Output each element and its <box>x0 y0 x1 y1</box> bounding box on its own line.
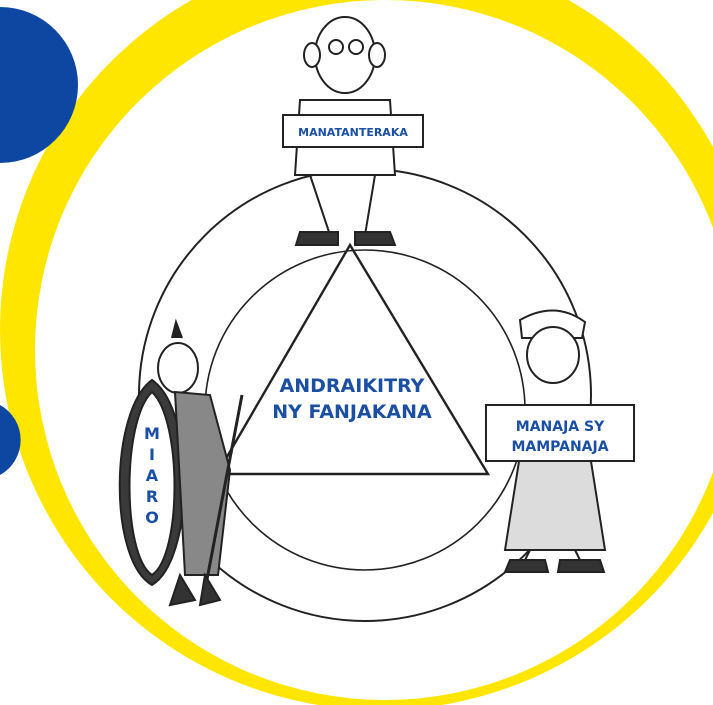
top-figure-head <box>314 16 376 94</box>
right-figure-shoes <box>503 559 606 573</box>
glasses-left <box>328 39 344 55</box>
top-figure-shoes <box>294 231 397 246</box>
right-sign-board <box>485 404 635 462</box>
center-label-line1: ANDRAIKITRY <box>280 375 425 397</box>
right-sign: MANAJA SY MAMPANAJA <box>485 404 635 462</box>
shield-inner <box>128 390 176 577</box>
right-sign-line1: MANAJA SY <box>516 419 605 435</box>
top-sign-board <box>282 114 424 148</box>
head-wrap <box>518 309 587 339</box>
ear-left <box>303 42 321 68</box>
top-sign: MANATANTERAKA <box>282 114 424 148</box>
ear-right <box>368 42 386 68</box>
glasses-right <box>348 39 364 55</box>
shield-letter: O <box>145 508 159 527</box>
right-figure-legs <box>524 549 581 561</box>
center-triangle <box>214 242 491 476</box>
left-figure-hair <box>171 318 183 339</box>
left-figure-head <box>157 342 199 394</box>
blue-accent-circle-top <box>0 7 78 163</box>
right-sign-line2: MAMPANAJA <box>511 439 608 455</box>
shield-letter: I <box>149 445 155 464</box>
shield-letter: M <box>144 424 160 443</box>
top-figure-legs <box>309 174 376 236</box>
shield-letters: M I A R O <box>144 424 160 527</box>
right-figure-skirt <box>503 454 607 551</box>
top-sign-text: MANATANTERAKA <box>298 126 408 139</box>
right-figure-illustration <box>503 309 607 573</box>
blue-accent-circle-left <box>0 405 21 475</box>
shield-letter: R <box>146 487 158 506</box>
center-label-line2: NY FANJAKANA <box>272 401 432 423</box>
center-label: ANDRAIKITRY NY FANJAKANA <box>272 375 432 423</box>
left-figure-illustration <box>118 318 244 607</box>
left-figure-feet <box>168 572 222 607</box>
shield-letter: A <box>146 466 159 485</box>
right-figure-head <box>526 326 580 384</box>
spear <box>203 394 244 591</box>
